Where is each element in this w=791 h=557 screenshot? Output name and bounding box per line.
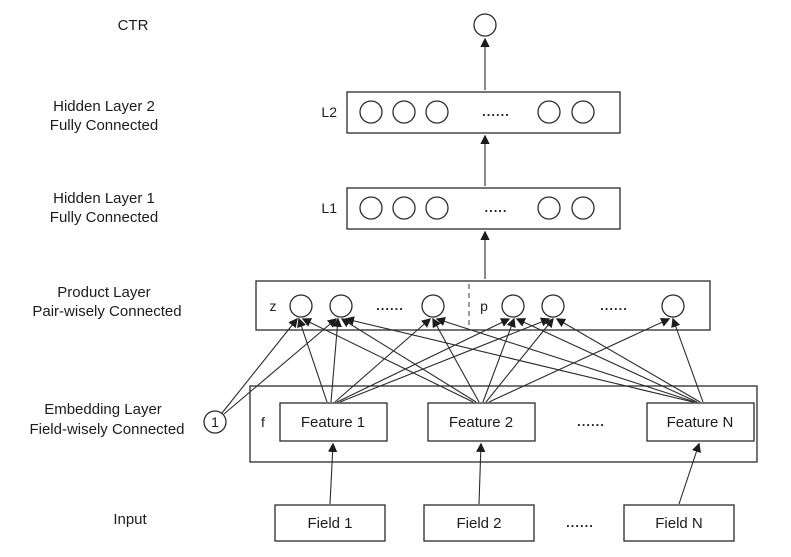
f-label: f bbox=[261, 414, 265, 430]
z-ellipsis: ...... bbox=[376, 298, 404, 313]
feature-2-label: Feature 2 bbox=[449, 414, 513, 431]
ctr-output-node bbox=[473, 13, 497, 37]
edge-arrow bbox=[515, 318, 698, 403]
feature-ellipsis: ...... bbox=[577, 414, 605, 429]
node-circle bbox=[571, 196, 595, 220]
l1-ellipsis: ..... bbox=[484, 200, 507, 215]
edge-arrow bbox=[671, 317, 704, 403]
ctr-label: CTR bbox=[118, 17, 149, 34]
layer-boxes bbox=[249, 91, 758, 542]
box-labels: Feature 1 Feature 2 Feature N Field 1 Fi… bbox=[301, 414, 733, 532]
node-circle bbox=[392, 100, 416, 124]
field-n-label: Field N bbox=[655, 515, 703, 532]
hidden-layer-2-name: Hidden Layer 2 bbox=[53, 98, 155, 115]
edge-arrow bbox=[482, 317, 516, 403]
feature-1-label: Feature 1 bbox=[301, 414, 365, 431]
bias-one-node bbox=[203, 410, 227, 434]
p-node-circle bbox=[541, 294, 565, 318]
z-node-circle bbox=[421, 294, 445, 318]
field-2-label: Field 2 bbox=[456, 515, 501, 532]
edge-arrow bbox=[435, 316, 696, 403]
product-layer-nodes bbox=[289, 294, 685, 318]
product-layer-name: Product Layer bbox=[57, 284, 150, 301]
node-circle bbox=[571, 100, 595, 124]
l2-ellipsis: ...... bbox=[482, 104, 510, 119]
edge-arrow bbox=[476, 442, 486, 505]
field-1-box bbox=[274, 504, 386, 542]
embedding-layer-type: Field-wisely Connected bbox=[29, 421, 184, 438]
ellipsis-marks: ...... ..... ...... ...... ...... ...... bbox=[376, 104, 628, 530]
hidden-layer-1-nodes bbox=[359, 196, 595, 220]
edge-arrow bbox=[330, 317, 342, 403]
z-node-circle bbox=[289, 294, 313, 318]
p-node-circle bbox=[501, 294, 525, 318]
edge-arrow bbox=[297, 317, 328, 403]
node-circle bbox=[425, 196, 449, 220]
edge-arrow bbox=[555, 318, 701, 403]
field-2-box bbox=[423, 504, 535, 542]
feature-2-box bbox=[427, 402, 536, 442]
field-n-box bbox=[623, 504, 735, 542]
field-ellipsis: ...... bbox=[566, 515, 594, 530]
edge-arrow bbox=[221, 317, 298, 414]
field-to-feature-arrows bbox=[327, 442, 701, 505]
node-circle bbox=[537, 196, 561, 220]
field-1-label: Field 1 bbox=[307, 515, 352, 532]
l1-tag: L1 bbox=[321, 200, 337, 216]
hidden-layer-1-type: Fully Connected bbox=[50, 209, 158, 226]
edge-arrow bbox=[301, 318, 474, 403]
node-labels: L2 L1 z p f 1 bbox=[211, 104, 488, 430]
hidden-layer-1-name: Hidden Layer 1 bbox=[53, 190, 155, 207]
z-label: z bbox=[270, 298, 277, 314]
edge-arrow bbox=[334, 318, 432, 403]
edge-arrow bbox=[678, 442, 701, 505]
node-circle bbox=[537, 100, 561, 124]
p-ellipsis: ...... bbox=[600, 298, 628, 313]
p-label: p bbox=[480, 298, 488, 314]
hidden-layer-2-nodes bbox=[359, 100, 595, 124]
input-label: Input bbox=[113, 511, 147, 528]
side-labels: CTR Hidden Layer 2 Fully Connected Hidde… bbox=[29, 17, 184, 528]
edge-arrow bbox=[344, 316, 694, 403]
feature-1-box bbox=[279, 402, 388, 442]
product-layer-type: Pair-wisely Connected bbox=[32, 303, 181, 320]
edge-arrow bbox=[223, 318, 338, 415]
embedding-to-product-arrows bbox=[221, 316, 704, 415]
node-circle bbox=[359, 100, 383, 124]
edge-arrow bbox=[340, 318, 477, 403]
node-circle bbox=[425, 100, 449, 124]
edge-arrow bbox=[488, 318, 671, 403]
edge-arrow bbox=[432, 317, 480, 403]
feature-n-label: Feature N bbox=[667, 414, 734, 431]
hidden-layer-2-type: Fully Connected bbox=[50, 117, 158, 134]
p-node-circle bbox=[661, 294, 685, 318]
z-node-circle bbox=[329, 294, 353, 318]
feature-n-box bbox=[646, 402, 755, 442]
bias-one-label: 1 bbox=[211, 414, 219, 430]
edge-arrow bbox=[339, 317, 551, 403]
embedding-layer-name: Embedding Layer bbox=[44, 401, 162, 418]
node-circle bbox=[392, 196, 416, 220]
node-circle bbox=[359, 196, 383, 220]
l2-tag: L2 bbox=[321, 104, 337, 120]
edge-arrow bbox=[327, 442, 338, 505]
